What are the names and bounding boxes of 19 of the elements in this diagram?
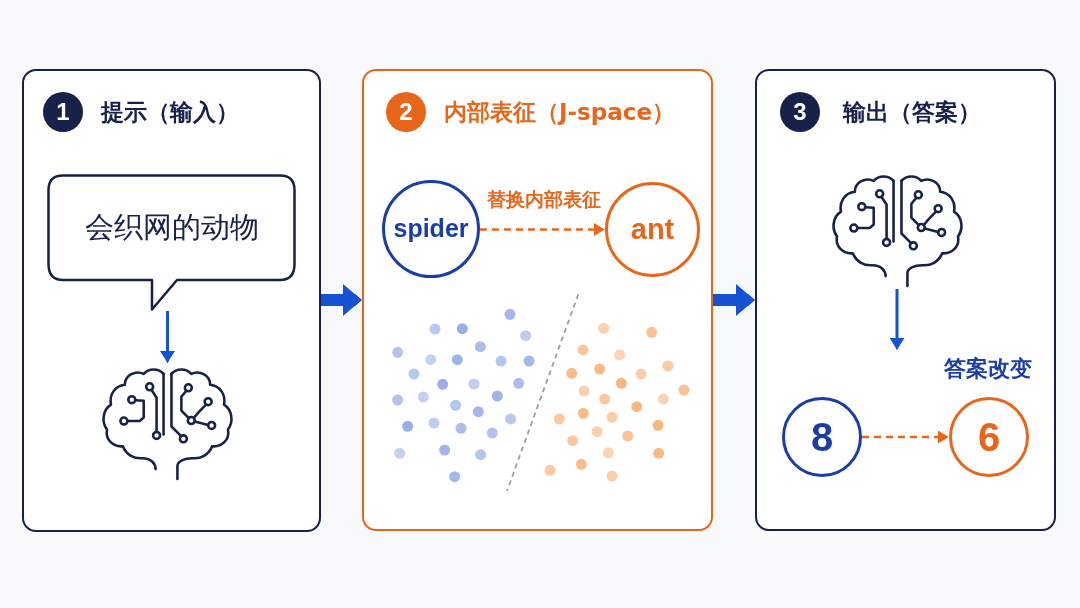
step-panel [22,69,321,532]
step-panel [755,69,1056,531]
dashed-arrow [480,223,605,236]
panel-heading: 提示（输入） [101,98,239,126]
step-panel [362,69,713,531]
bubble-text: 会织网的动物 [84,209,259,245]
annotation-text: 答案改变 [944,356,1032,382]
speech-bubble [47,174,296,311]
step-number-badge: 1 [43,92,83,132]
panel-heading: 内部表征（J-space） [444,98,675,126]
step-number-badge: 3 [780,92,820,132]
panel-heading: 输出（答案） [843,98,981,126]
block-arrow [321,284,362,316]
step-number-badge: 2 [386,92,426,132]
edge-label: 替换内部表征 [485,187,603,211]
block-arrow [713,284,755,316]
arrow [889,289,905,350]
arrow [160,311,175,363]
dashed-arrow [862,430,949,444]
